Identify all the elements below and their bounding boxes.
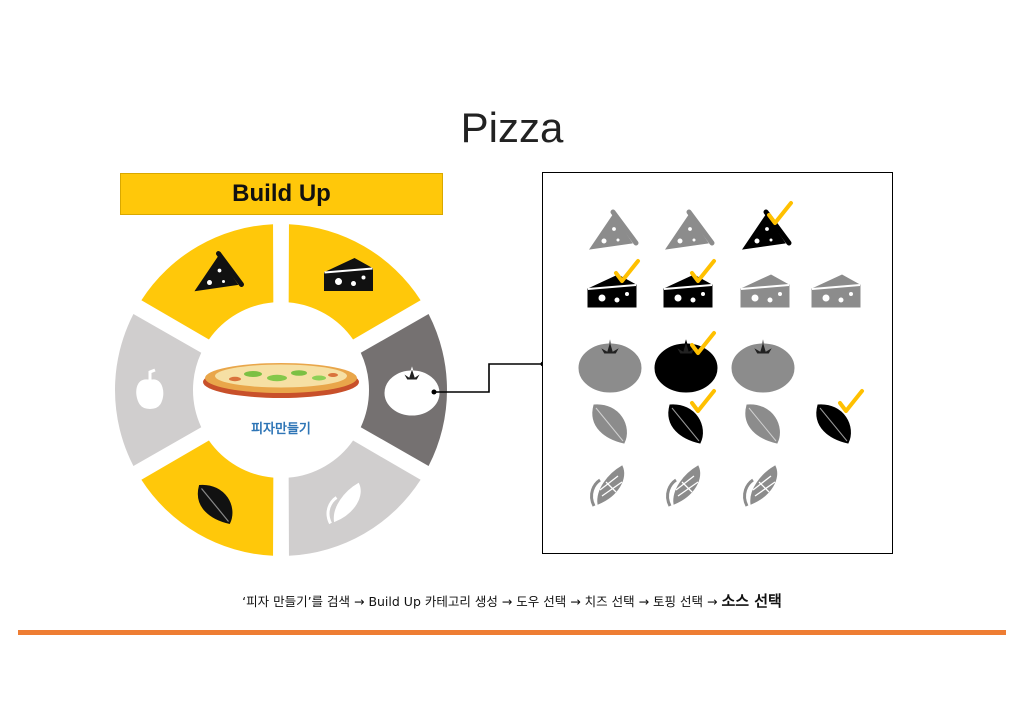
category-wheel: 피자만들기 xyxy=(114,224,447,556)
wheel-center-label: 피자만들기 xyxy=(251,421,311,437)
checkmark-icon xyxy=(614,259,640,283)
pizza-slice-option[interactable] xyxy=(590,212,636,249)
checkmark-icon xyxy=(838,389,864,413)
checkmark-icon xyxy=(767,201,793,225)
pizza-slice-option[interactable] xyxy=(743,212,789,249)
leaf-option[interactable] xyxy=(745,404,780,444)
pizza-icon xyxy=(203,363,359,398)
page-title: Pizza xyxy=(460,104,564,151)
pizza-slice-option[interactable] xyxy=(666,212,712,249)
caption-final-step: 소스 선택 xyxy=(721,592,782,610)
footer-rule xyxy=(18,630,1006,635)
process-caption: ‘피자 만들기’를 검색 → Build Up 카테고리 생성 → 도우 선택 … xyxy=(0,590,1024,611)
leaf-option[interactable] xyxy=(592,404,627,444)
ingredient-panel xyxy=(542,172,893,554)
caption-steps: ‘피자 만들기’를 검색 → Build Up 카테고리 생성 → 도우 선택 … xyxy=(242,594,722,609)
checkmark-icon xyxy=(690,389,716,413)
cheese-option[interactable] xyxy=(663,274,713,308)
tomato-option[interactable] xyxy=(731,340,795,393)
cheese-option[interactable] xyxy=(587,274,637,308)
checkmark-icon xyxy=(690,259,716,283)
tomato-option[interactable] xyxy=(578,340,642,393)
corn-option[interactable] xyxy=(666,464,702,508)
build-up-banner: Build Up xyxy=(120,173,443,215)
corn-option[interactable] xyxy=(743,464,779,508)
tomato-option[interactable] xyxy=(654,340,718,393)
cheese-option[interactable] xyxy=(811,274,861,308)
corn-option[interactable] xyxy=(590,464,626,508)
cheese-option[interactable] xyxy=(740,274,790,308)
